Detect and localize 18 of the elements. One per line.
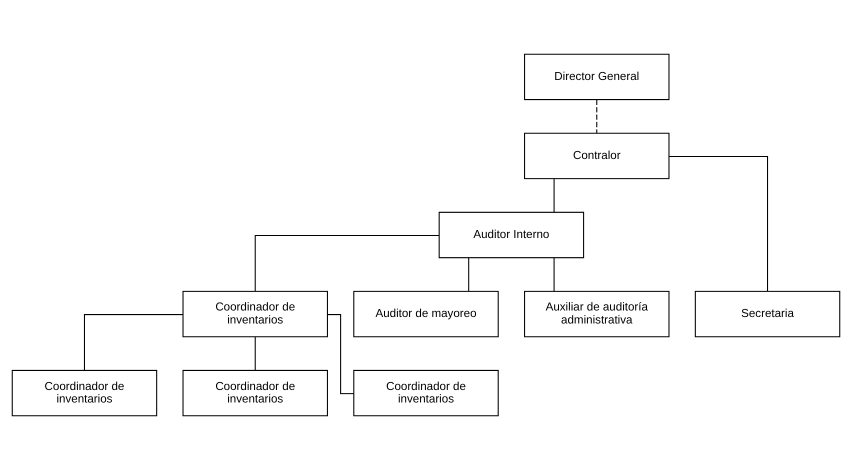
node-box: Coordinador de inventarios	[182, 369, 328, 416]
node-box: Contralor	[524, 132, 670, 179]
connector	[84, 314, 183, 370]
node-box: Coordinador de inventarios	[12, 369, 158, 416]
node-box: Auditor Interno	[438, 211, 584, 258]
connector	[254, 234, 439, 291]
connector	[669, 155, 768, 291]
node-box: Coordinador de inventarios	[182, 290, 328, 337]
node-box: Director General	[524, 53, 670, 100]
node-box: Coordinador de inventarios	[353, 369, 499, 416]
connector	[596, 99, 598, 133]
connector	[468, 257, 470, 291]
connector	[554, 257, 555, 291]
node-box: Secretaria	[694, 290, 840, 337]
connector	[254, 336, 256, 370]
connector	[554, 178, 555, 212]
node-box: Auxiliar de auditoría administrativa	[524, 290, 670, 337]
node-box: Auditor de mayoreo	[353, 290, 499, 337]
